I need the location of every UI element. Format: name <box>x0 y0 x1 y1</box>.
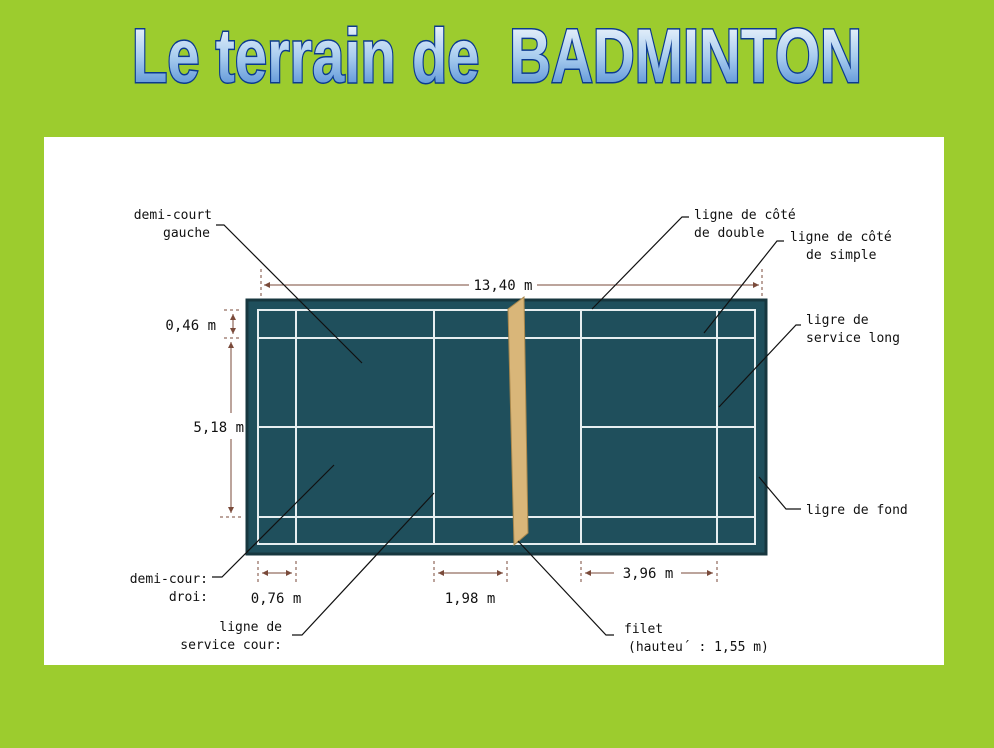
label-service-court-2: service cour: <box>180 638 282 653</box>
label-demi-court-droit-1: demi-cour: <box>130 572 208 587</box>
label-ligne-cote-double-2: de double <box>694 226 765 241</box>
title-banner: Le terrain de BADMINTON <box>0 0 994 110</box>
dim-alley: 0,46 m <box>165 318 216 334</box>
net <box>507 296 529 547</box>
label-filet-2: (hauteu´ : 1,55 m) <box>628 640 769 655</box>
dim-service-zone: 3,96 m <box>623 566 674 582</box>
label-service-long-1: ligre de <box>806 313 869 328</box>
label-demi-court-droit-2: droi: <box>169 590 208 605</box>
label-ligne-fond: ligre de fond <box>806 503 908 518</box>
label-filet-1: filet <box>624 622 663 637</box>
label-ligne-cote-simple-2: de simple <box>806 248 877 263</box>
label-ligne-cote-simple-1: ligne de côté <box>790 230 892 245</box>
title-part1: Le terrain de <box>132 14 479 99</box>
label-demi-court-gauche-1: demi-court <box>134 208 212 223</box>
dim-back-gap: 0,76 m <box>251 591 302 607</box>
leader-lines <box>212 216 801 636</box>
label-demi-court-gauche-2: gauche <box>163 226 210 241</box>
labels: demi-court gauche ligne de côté de doubl… <box>130 208 908 655</box>
dimension-arrows <box>228 282 759 576</box>
label-ligne-cote-double-1: ligne de côté <box>694 208 796 223</box>
label-service-long-2: service long <box>806 331 900 346</box>
court-diagram: demi-court gauche ligne de côté de doubl… <box>130 208 908 655</box>
label-service-court-1: ligne de <box>219 620 282 635</box>
title-graphic: Le terrain de BADMINTON <box>131 13 864 101</box>
dim-service-short: 1,98 m <box>445 591 496 607</box>
diagram-panel: demi-court gauche ligne de côté de doubl… <box>44 137 944 665</box>
court-lines <box>257 309 756 545</box>
dimension-values: 13,40 m 0,46 m 5,18 m 0,76 m 1,98 m 3,96… <box>165 278 673 607</box>
dim-length: 13,40 m <box>473 278 532 294</box>
dim-width-simple: 5,18 m <box>193 420 244 436</box>
title-part2: BADMINTON <box>509 14 862 99</box>
page-title: Le terrain de BADMINTON <box>132 14 862 99</box>
